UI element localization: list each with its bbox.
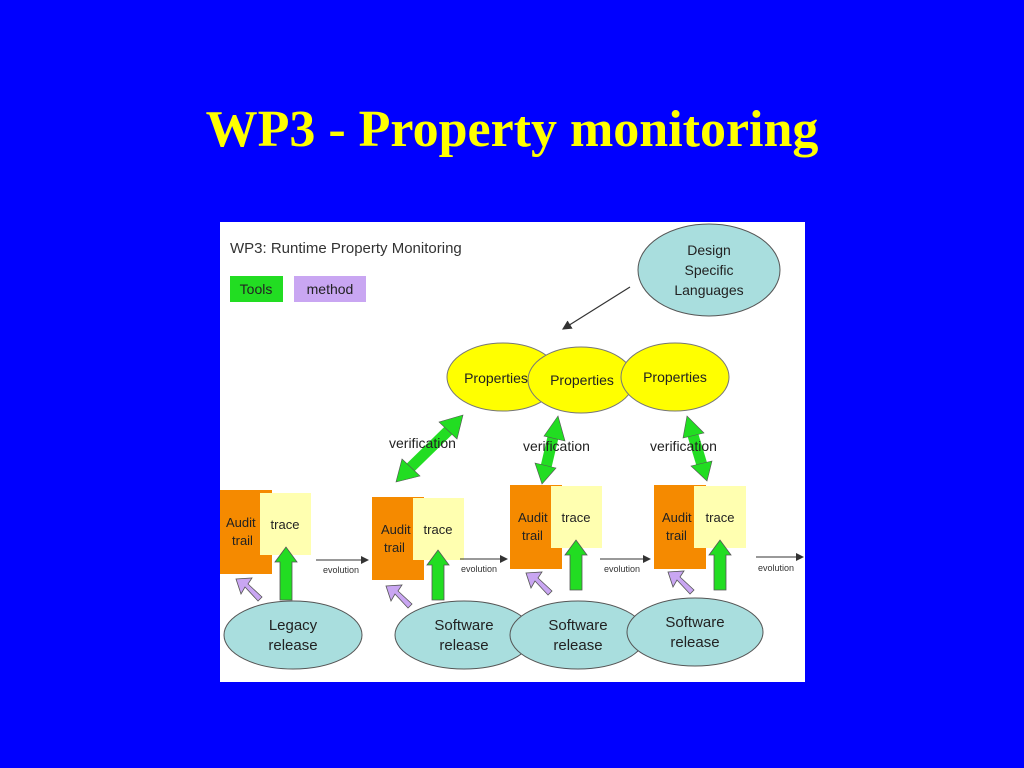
release-line-1: Software [665,614,724,631]
diagram-title: WP3: Runtime Property Monitoring [230,240,462,257]
audit-trail-line-1: Audit [381,522,411,537]
properties-ellipse [620,342,730,412]
diagram-canvas: WP3: Runtime Property Monitoring Tools m… [220,223,804,670]
trace-box [551,486,602,548]
audit-trail-line-1: Audit [518,510,548,525]
legend-tools-label: Tools [240,281,273,297]
release-ellipse [626,597,764,667]
release-line-2: release [268,637,317,654]
release-ellipse [509,600,647,670]
diagram-figure: WP3: Runtime Property Monitoring Tools m… [220,222,805,682]
audit-trail-line-2: trail [384,540,405,555]
legend-method-label: method [307,281,354,297]
audit-trail-line-2: trail [666,528,687,543]
audit-trail-line-2: trail [232,533,253,548]
trace-box [413,498,464,560]
trace-box [260,493,311,555]
trace-label: trace [562,510,591,525]
evolution-label: evolution [758,563,794,573]
release-line-1: Software [548,617,607,634]
dsl-line-3: Languages [674,282,743,298]
properties-label: Properties [643,369,707,385]
method-arrow [525,571,553,596]
slide-title: WP3 - Property monitoring [205,101,819,158]
evolution-label: evolution [323,565,359,575]
method-arrow [667,570,695,595]
release-line-1: Software [434,617,493,634]
dsl-line-1: Design [687,242,731,258]
evolution-label: evolution [461,564,497,574]
trace-box [694,486,746,548]
release-line-2: release [439,637,488,654]
release-line-2: release [553,637,602,654]
verification-arrow [682,415,713,482]
trace-label: trace [271,517,300,532]
release-ellipse [223,600,363,670]
method-arrow [385,584,413,609]
trace-label: trace [706,510,735,525]
verification-arrow [395,414,464,483]
release-line-1: Legacy [269,617,318,634]
verification-label: verification [389,435,456,451]
properties-label: Properties [550,372,614,388]
legend-method-swatch [294,276,366,302]
properties-label: Properties [464,370,528,386]
audit-trail-line-2: trail [522,528,543,543]
verification-label: verification [650,438,717,454]
dsl-line-2: Specific [684,262,733,278]
evolution-label: evolution [604,564,640,574]
release-line-2: release [670,634,719,651]
dsl-bubble [637,223,781,317]
audit-trail-line-1: Audit [662,510,692,525]
tool-arrow [274,546,298,601]
dsl-to-properties-arrow [561,286,631,330]
tool-arrow [564,539,588,591]
audit-trail-line-1: Audit [226,515,256,530]
trace-label: trace [424,522,453,537]
legend-tools-swatch [230,276,283,302]
verification-arrow [534,415,566,485]
method-arrow [235,577,263,602]
tool-arrow [426,549,450,601]
tool-arrow [708,539,732,591]
verification-label: verification [523,438,590,454]
